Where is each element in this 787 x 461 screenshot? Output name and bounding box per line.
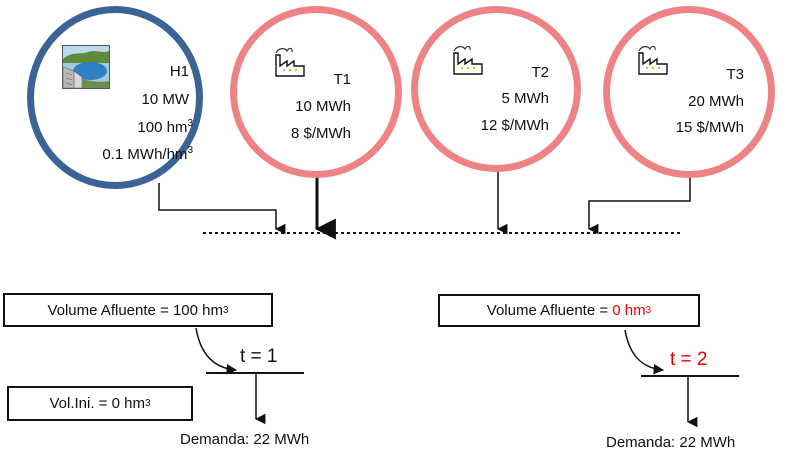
stage1-period-label: t = 1 [240, 346, 278, 367]
stage2-period-label: t = 2 [670, 349, 708, 370]
t3-energy: 20 MWh [688, 93, 744, 110]
h1-label: H1 [169, 63, 189, 80]
factory-icon [451, 42, 485, 81]
t1-label: T1 [333, 71, 351, 88]
plant-t1 [230, 6, 402, 178]
plant-t2 [411, 6, 581, 172]
stage1-inflow-arrow [195, 327, 238, 375]
stage2-demand: Demanda: 22 MWh [606, 434, 736, 451]
h1-productivity: 0.1 MWh/hm3 [102, 145, 193, 163]
dam-reservoir-icon [62, 45, 110, 94]
h1-capacity: 10 MW [141, 91, 189, 108]
stage1-demand: Demanda: 22 MWh [180, 431, 310, 448]
t2-cost: 12 $/MWh [480, 117, 549, 134]
t3-label: T3 [726, 66, 744, 83]
plant-t3 [603, 6, 775, 178]
t3-connector [587, 175, 691, 235]
factory-icon [636, 42, 670, 81]
stage2-inflow-arrow [624, 329, 665, 375]
plant-h1 [27, 6, 203, 189]
t2-label: T2 [531, 64, 549, 81]
t1-energy: 10 MWh [295, 98, 351, 115]
t2-energy: 5 MWh [501, 90, 549, 107]
t1-cost: 8 $/MWh [290, 125, 351, 142]
t3-cost: 15 $/MWh [675, 119, 744, 136]
h1-connector [158, 183, 286, 235]
factory-icon [273, 44, 307, 83]
h1-reservoir: 100 hm3 [137, 118, 193, 136]
